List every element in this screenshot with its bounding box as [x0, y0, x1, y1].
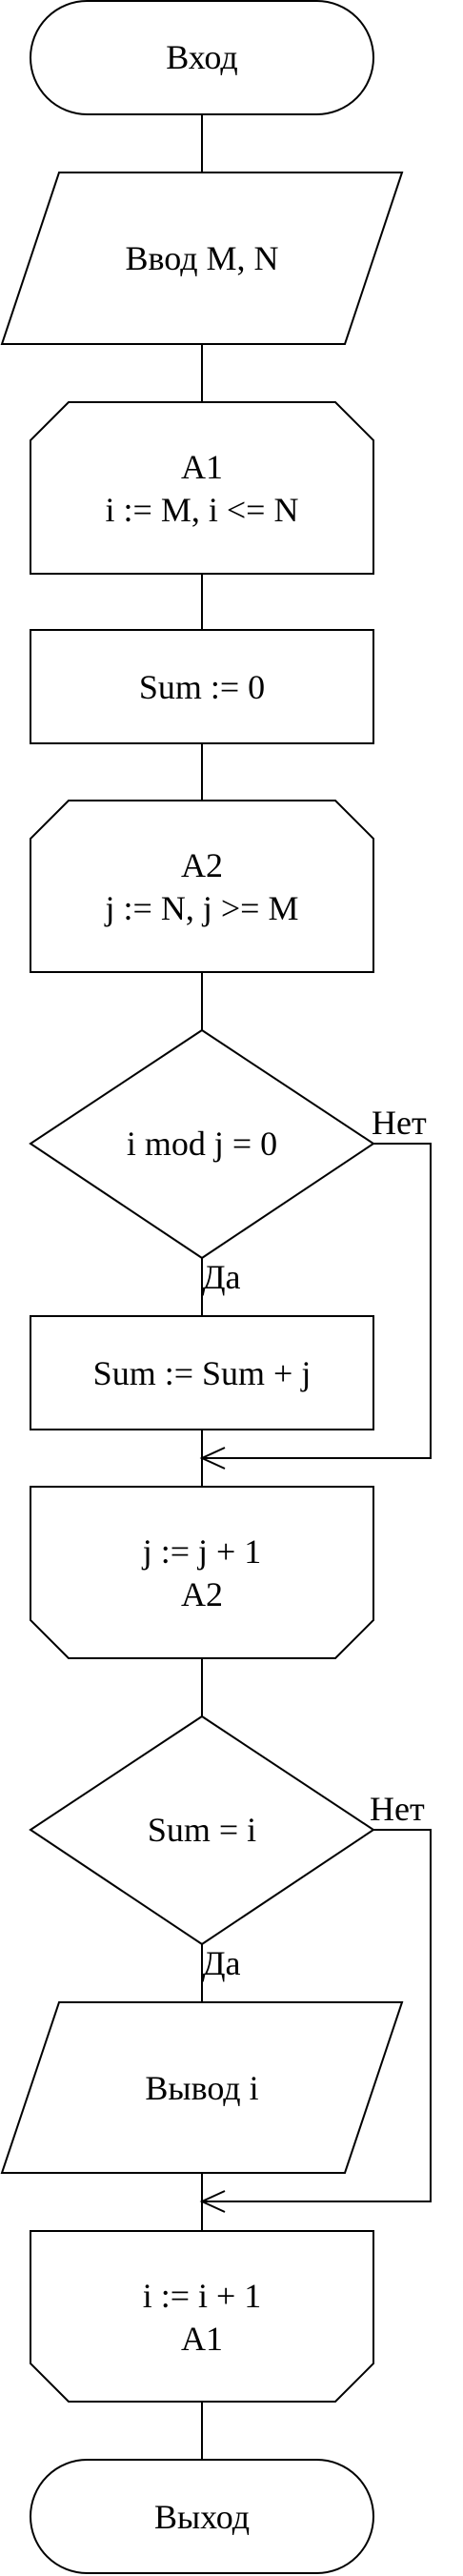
arrowhead-cond2-merge: [199, 2190, 226, 2213]
loop1-end-label-step: i := i + 1: [143, 2277, 262, 2315]
cond1-no-label: Нет: [372, 1104, 427, 1142]
connectors: [199, 114, 432, 2460]
cond1-yes-label: Да: [202, 1258, 241, 1296]
input-label: Ввод M, N: [125, 239, 278, 277]
loop1-end-block: [30, 2230, 374, 2403]
loop2-begin-block: [30, 800, 374, 973]
end-label: Выход: [154, 2498, 250, 2536]
connector-cond1-no: [202, 1143, 432, 1459]
loop1-begin-label-range: i := M, i <= N: [106, 491, 299, 529]
output-label: Вывод i: [145, 2069, 258, 2107]
loop1-end-label-name: A1: [181, 2320, 223, 2358]
connector-cond2-no: [202, 1829, 432, 2202]
end-terminator: [30, 2459, 374, 2574]
start-terminator: [30, 0, 374, 115]
cond2-yes-label: Да: [202, 1944, 241, 1982]
cond2-label: Sum = i: [148, 1811, 256, 1849]
init-sum-label: Sum := 0: [139, 668, 265, 706]
loop2-end-label-step: j := j + 1: [141, 1532, 262, 1571]
loop2-end-block: [30, 1486, 374, 1659]
cond2-no-label: Нет: [370, 1790, 425, 1828]
loop2-end-label-name: A2: [181, 1575, 223, 1613]
arrowhead-cond1-merge: [199, 1447, 226, 1470]
loop2-begin-label-name: A2: [181, 846, 223, 884]
start-label: Вход: [166, 38, 237, 76]
cond1-label: i mod j = 0: [127, 1125, 277, 1163]
add-sum-label: Sum := Sum + j: [93, 1354, 312, 1392]
init-sum-process: [30, 629, 374, 744]
cond1-decision: [29, 1028, 375, 1260]
loop1-begin-block: [30, 401, 374, 575]
cond2-decision: [29, 1714, 375, 1946]
loop1-begin-label-name: A1: [181, 448, 223, 486]
input-parallelogram: [0, 172, 404, 345]
output-parallelogram: [0, 2001, 404, 2174]
add-sum-process: [30, 1315, 374, 1430]
loop2-begin-label-range: j := N, j >= M: [104, 889, 299, 927]
